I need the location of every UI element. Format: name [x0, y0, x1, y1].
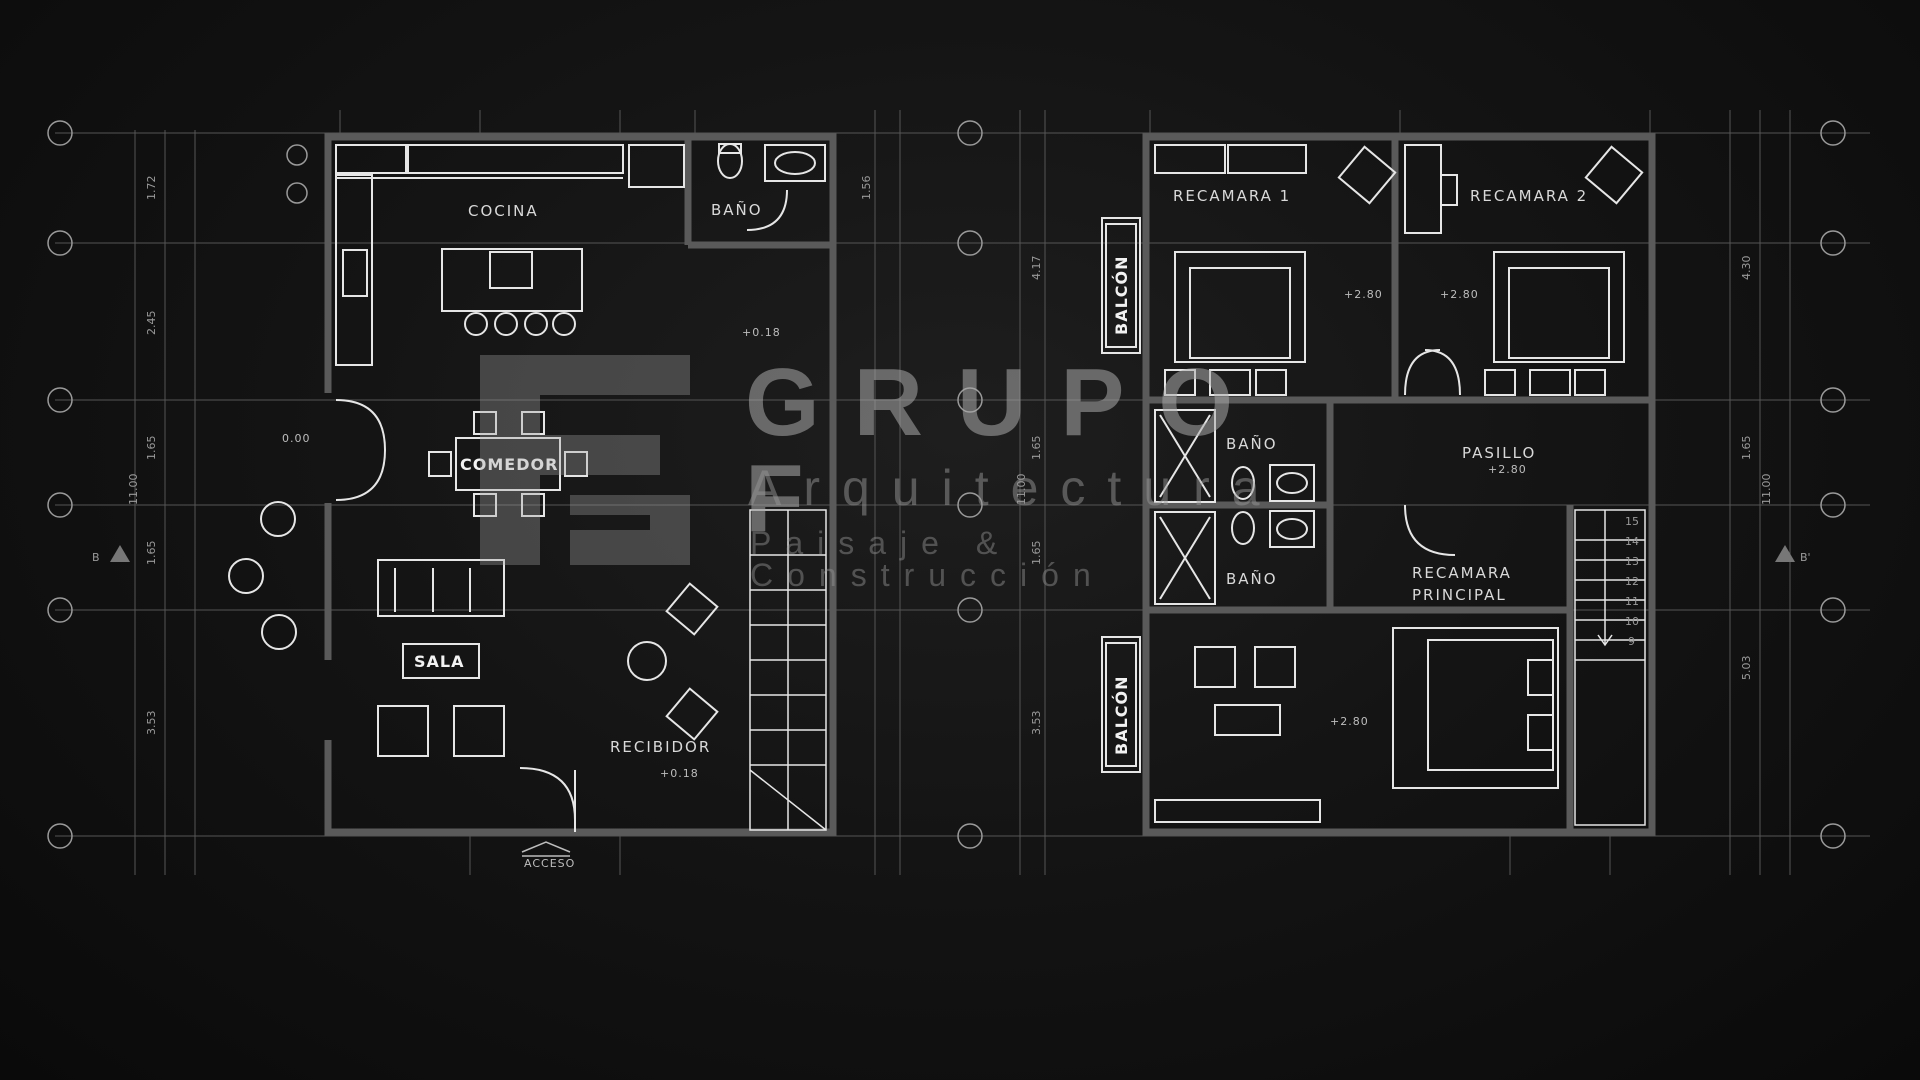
- stair-number: 9: [1628, 635, 1635, 648]
- label-balcon-1: BALCÓN: [1112, 255, 1131, 335]
- stair-number: 14: [1625, 535, 1639, 548]
- level-principal: +2.80: [1330, 715, 1369, 728]
- level-rec2: +2.80: [1440, 288, 1479, 301]
- dim-left-1: 1.72: [145, 176, 158, 201]
- dim-right-2: 1.65: [1740, 436, 1753, 461]
- dim-mid-3: 1.65: [1030, 436, 1043, 461]
- label-pasillo: PASILLO: [1462, 444, 1536, 462]
- label-recamara-principal-1: RECAMARA: [1412, 564, 1512, 582]
- axis-markers: [47, 120, 1846, 849]
- stair-number: 10: [1625, 615, 1639, 628]
- label-sala: SALA: [414, 652, 464, 671]
- label-recibidor: RECIBIDOR: [610, 738, 711, 756]
- label-bano-pa-1: BAÑO: [1226, 434, 1278, 453]
- label-acceso: ACCESO: [524, 857, 575, 870]
- label-recamara-2: RECAMARA 2: [1470, 187, 1588, 205]
- level-labels: +0.18 0.00 +0.18 +2.80 +2.80 +2.80 +2.80: [282, 288, 1527, 780]
- section-mark-right: B': [1800, 551, 1811, 564]
- room-labels: COCINA BAÑO COMEDOR SALA RECIBIDOR RECAM…: [414, 187, 1588, 870]
- label-balcon-2: BALCÓN: [1112, 675, 1131, 755]
- stair-number: 12: [1625, 575, 1639, 588]
- dim-right-3: 5.03: [1740, 656, 1753, 681]
- label-comedor: COMEDOR: [460, 455, 558, 474]
- dim-mid-2: 4.17: [1030, 256, 1043, 281]
- stair-number: 11: [1625, 595, 1639, 608]
- dim-mid-total: 11.00: [1015, 474, 1028, 506]
- stair-number: 13: [1625, 555, 1639, 568]
- ground-floor: [228, 133, 837, 857]
- label-recamara-principal-2: PRINCIPAL: [1412, 586, 1507, 604]
- level-exterior: 0.00: [282, 432, 311, 445]
- dim-right-total: 11.00: [1760, 474, 1773, 506]
- dim-right-1: 4.30: [1740, 256, 1753, 281]
- upper-floor: [1101, 133, 1656, 836]
- section-marks: B B': [92, 545, 1811, 564]
- dim-left-4: 1.65: [145, 541, 158, 566]
- dim-left-total: 11.00: [127, 474, 140, 506]
- dim-mid-1: 1.56: [860, 176, 873, 201]
- level-rec1: +2.80: [1344, 288, 1383, 301]
- dim-mid-5: 3.53: [1030, 711, 1043, 736]
- dimension-labels: 1.72 2.45 1.65 1.65 3.53 11.00 1.56 4.17…: [127, 176, 1773, 736]
- dim-left-3: 1.65: [145, 436, 158, 461]
- stair-number: 15: [1625, 515, 1639, 528]
- stair-numbers: 15 14 13 12 11 10 9: [1625, 515, 1639, 648]
- dim-mid-4: 1.65: [1030, 541, 1043, 566]
- level-cocina: +0.18: [742, 326, 781, 339]
- level-pasillo: +2.80: [1488, 463, 1527, 476]
- label-bano-pb: BAÑO: [711, 200, 763, 219]
- label-cocina: COCINA: [468, 202, 539, 220]
- section-mark-left: B: [92, 551, 100, 564]
- label-bano-pa-2: BAÑO: [1226, 569, 1278, 588]
- label-recamara-1: RECAMARA 1: [1173, 187, 1291, 205]
- level-recibidor: +0.18: [660, 767, 699, 780]
- dim-left-5: 3.53: [145, 711, 158, 736]
- dim-left-2: 2.45: [145, 311, 158, 336]
